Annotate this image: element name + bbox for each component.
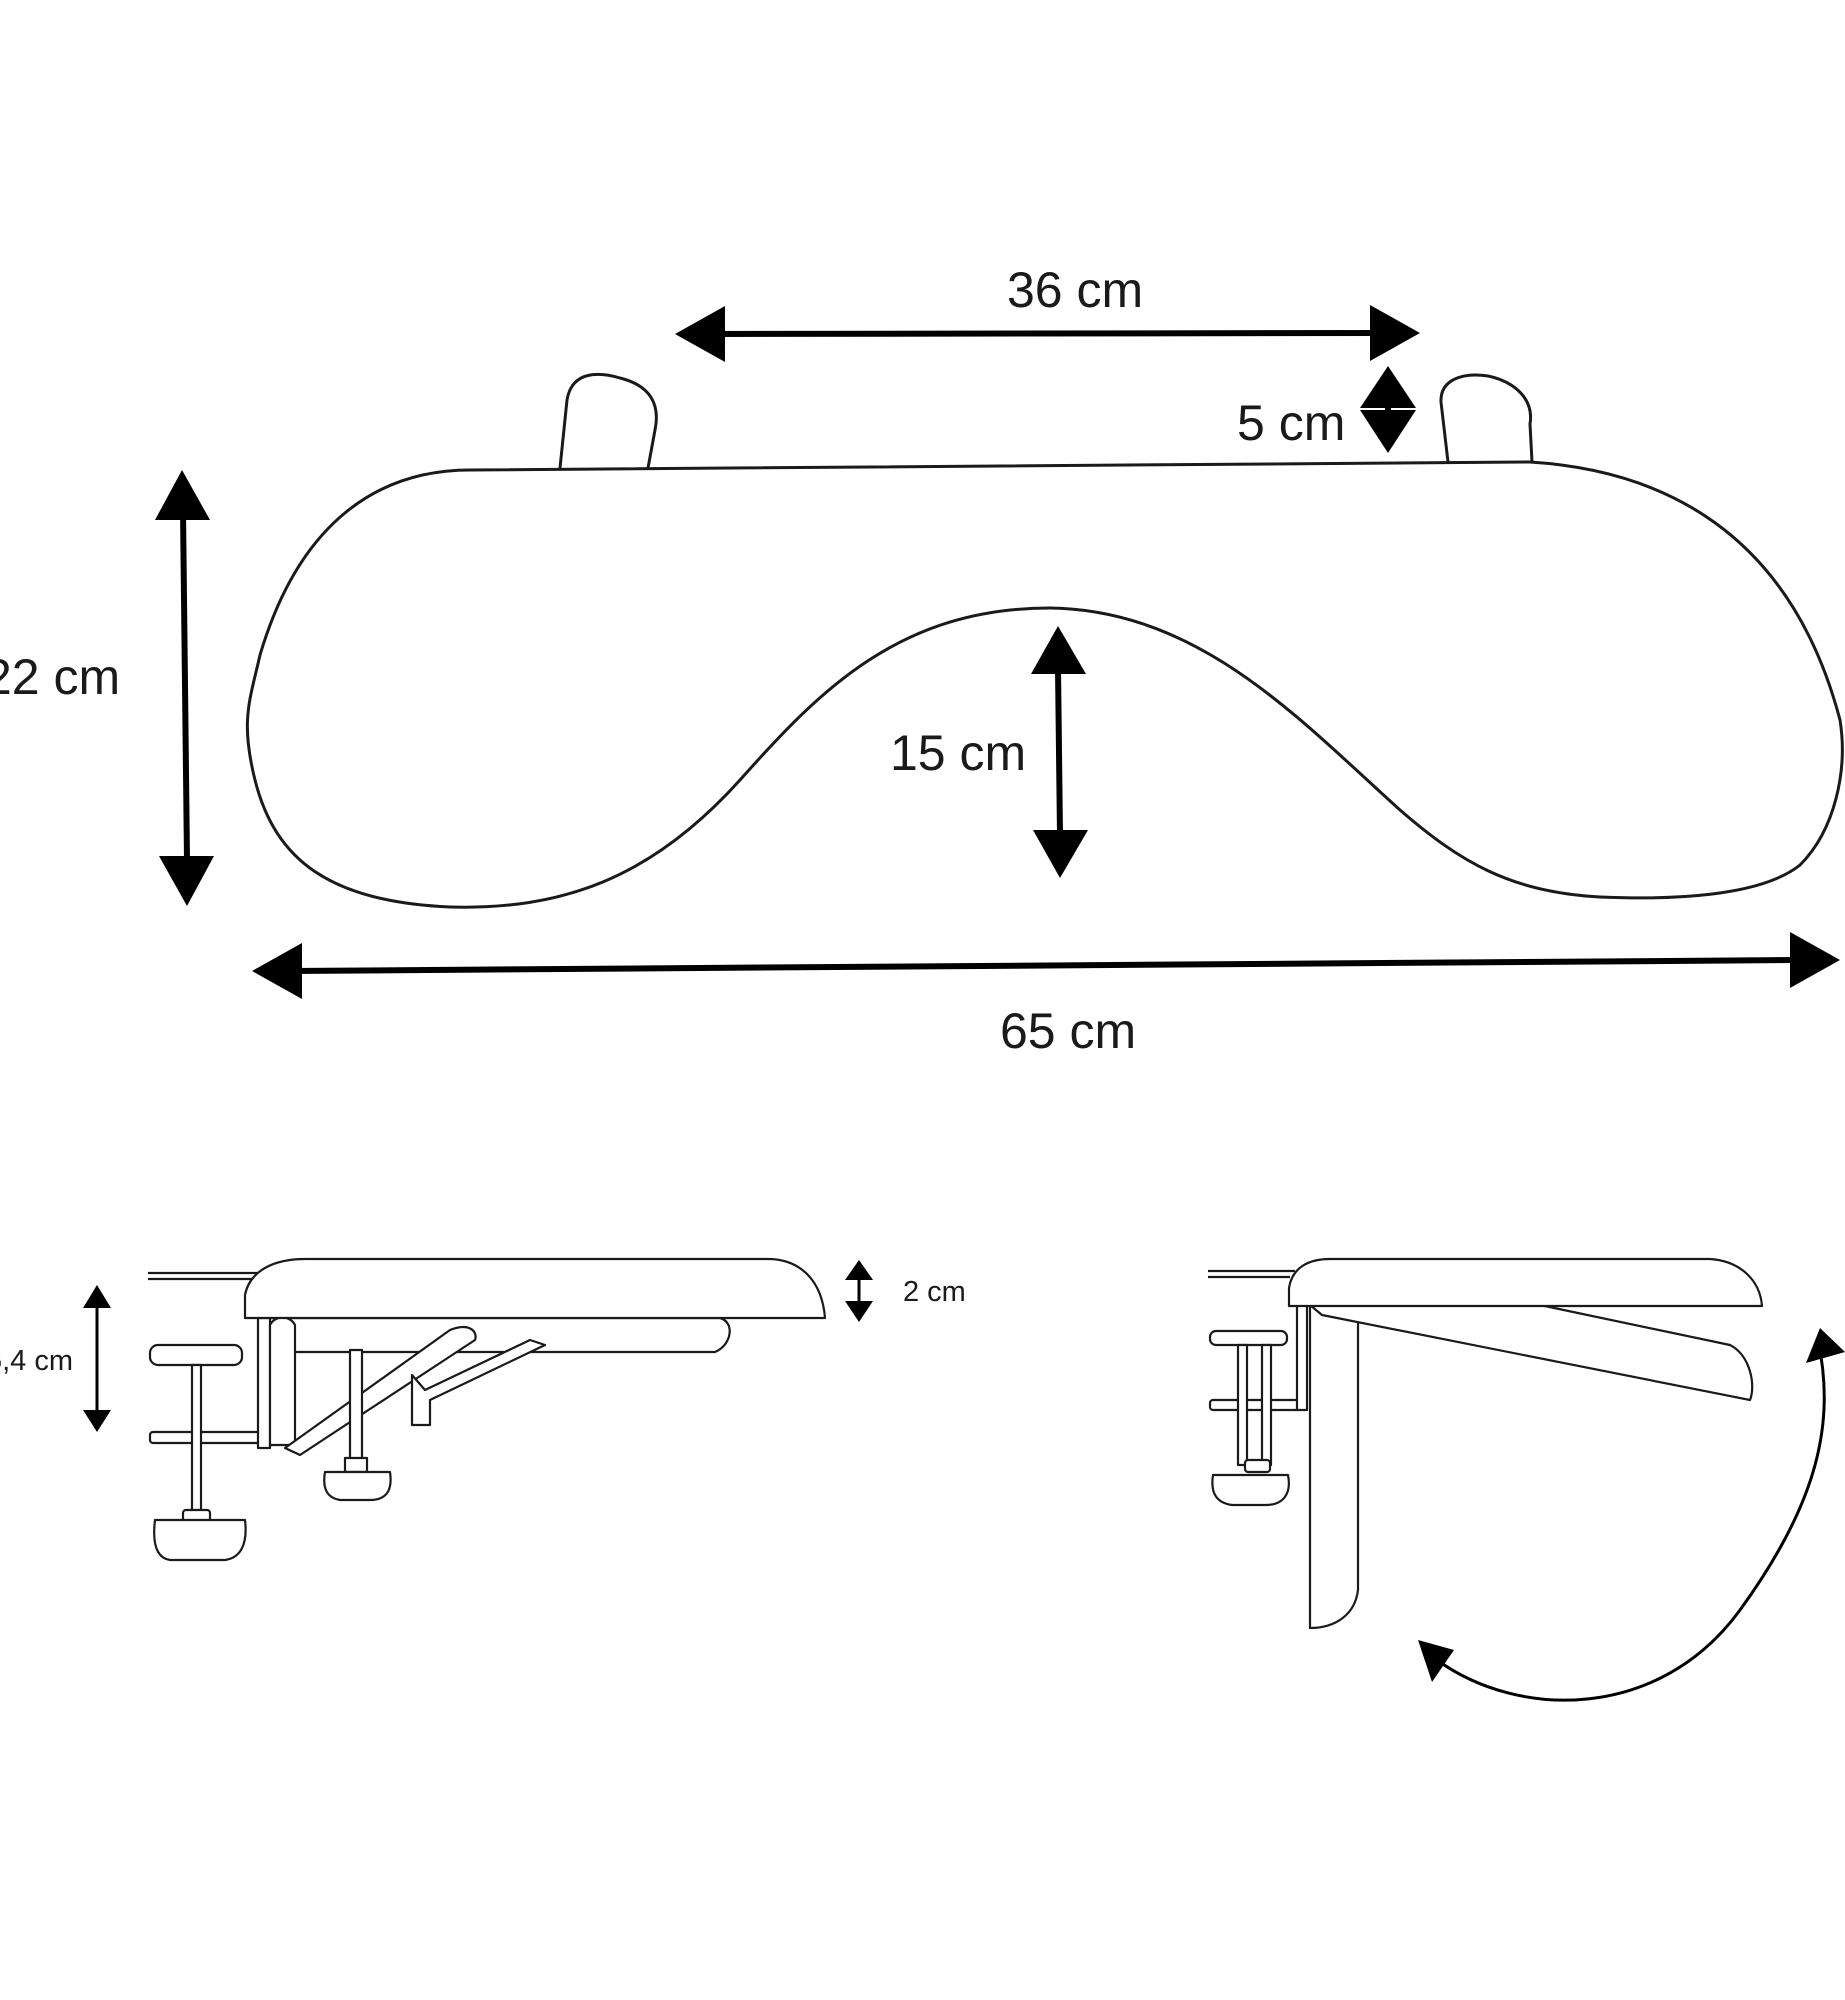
clamp-2 [1208, 1329, 1302, 1507]
top-view: 36 cm 5 cm 22 cm 15 cm 65 cm [0, 262, 1844, 1059]
armrest-pad-outline [245, 460, 1844, 909]
dimension-arrow-22cm [155, 470, 214, 906]
label-36cm: 36 cm [1007, 262, 1143, 318]
label-5cm: 5 cm [1237, 395, 1345, 451]
left-tab [558, 372, 658, 470]
angled-arm [1308, 1303, 1754, 1402]
label-2cm: 2 cm [903, 1276, 966, 1308]
label-15cm: 15 cm [890, 725, 1026, 781]
dimension-arrow-15cm [1031, 626, 1088, 878]
folded-tray [1308, 1303, 1360, 1630]
dimension-arrow-2cm [845, 1260, 873, 1322]
side-pad [243, 1257, 827, 1320]
label-65cm: 65 cm [1000, 1003, 1136, 1059]
lower-tray [263, 1316, 731, 1354]
dimension-arrow-5cm [1360, 366, 1416, 453]
side-view-mounted: 2 cm 6,4 cm [0, 1257, 966, 1562]
side-pad-2 [1287, 1257, 1764, 1308]
dimension-arrow-36cm [675, 305, 1420, 362]
side-view-rotated [1208, 1257, 1845, 1702]
label-22cm: 22 cm [0, 649, 120, 705]
right-tab [1439, 373, 1534, 464]
label-6-4cm: 6,4 cm [0, 1345, 73, 1377]
mount-bracket [1295, 1303, 1309, 1412]
curved-double-arrow-icon [1418, 1328, 1845, 1702]
dimension-arrow-6-4cm [83, 1285, 111, 1432]
clamp [148, 1343, 267, 1562]
dimension-arrow-65cm [252, 932, 1840, 999]
